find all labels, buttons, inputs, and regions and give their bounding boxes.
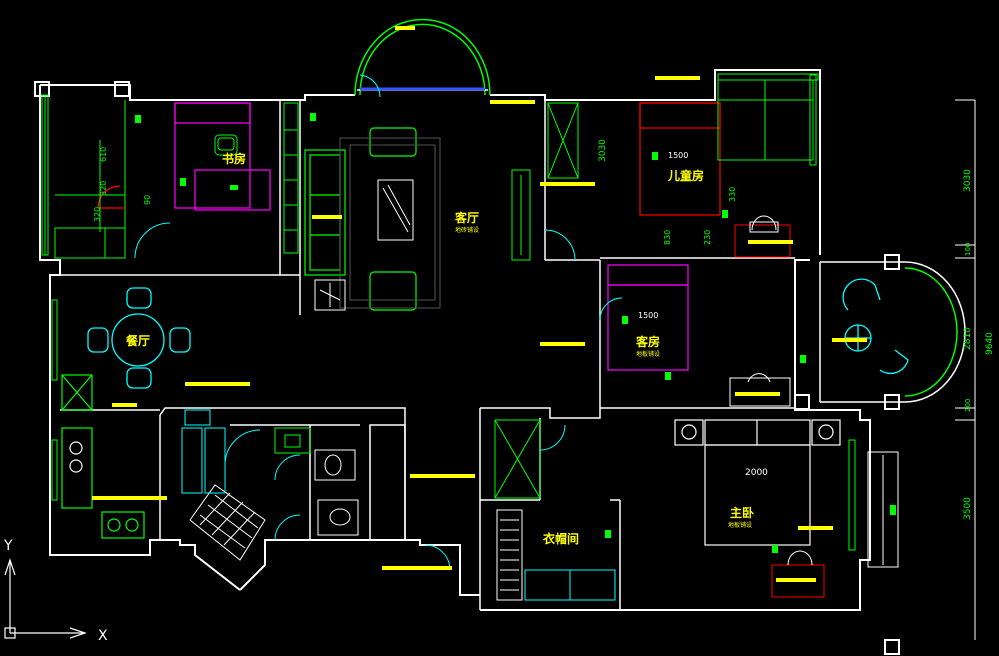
kids-chair-icon [749,215,779,233]
dim-kids-330: 330 [728,187,737,202]
dim-right-100: 100 [964,243,972,256]
dim-master-2000: 2000 [745,468,768,478]
living-coffee-table [377,179,414,241]
room-sub-living: 地砖铺设 [455,226,479,234]
balcony-right [819,261,966,403]
room-label-living: 客厅 [454,210,479,225]
dining-table [87,287,191,389]
master-desk [771,564,825,598]
bathroom-cabinet [181,409,226,494]
dim-guest-1500: 1500 [638,311,658,320]
balcony-lounge [842,278,909,375]
outer-walls [34,69,900,655]
room-label-kids: 儿童房 [667,168,704,183]
guest-bed [607,264,689,371]
annotation-bars [92,26,867,582]
dim-kids-3030: 3030 [598,139,608,162]
green-markers [135,113,896,553]
room-label-guest: 客房 [635,334,660,349]
doors [134,74,623,571]
plant-icon [314,279,346,311]
dim-820: 820 [99,181,108,196]
balcony-top [354,18,491,96]
dim-kids-1500: 1500 [668,151,688,160]
left-door-arc [97,185,125,209]
left-utility [54,100,126,259]
dim-right-2810: 2810 [963,327,973,350]
master-wardrobe [494,419,541,499]
dim-610: 610 [99,147,108,162]
right-closet [867,451,899,568]
kids-bed [639,102,721,216]
study-chair-icon [214,134,238,156]
living-armchairs [369,127,417,311]
kitchen-counter [61,374,145,539]
kids-wardrobe [717,79,814,161]
dimension-lines [99,99,976,640]
room-label-study: 书房 [222,151,246,166]
guest-desk [729,373,791,407]
room-label-dining: 餐厅 [126,333,150,348]
room-label-master: 主卧 [730,505,754,520]
dim-kids-830: 830 [663,230,672,245]
living-sofa [304,149,346,276]
living-tv-rug [339,137,441,309]
kids-closet [547,102,579,179]
dim-right-3500: 3500 [963,497,973,520]
dim-320: 320 [93,207,102,222]
master-chair-icon [787,550,813,566]
axis-y-label: Y [3,538,13,554]
dim-right-3030: 3030 [963,169,973,192]
room-label-closet: 衣帽间 [543,531,579,546]
bathroom-fixtures [274,427,359,536]
shower-tile [189,484,266,561]
master-bed [674,419,841,546]
study-shelves [283,102,299,254]
dim-right-9640: 9640 [985,332,995,355]
study-furniture [174,102,271,211]
dim-right-200: 200 [964,399,972,412]
living-cabinet [511,169,531,261]
dim-kids-230: 230 [703,230,712,245]
closet-racks [496,509,616,601]
axis-x-label: X [98,628,108,644]
room-sub-master: 地板铺设 [728,521,752,529]
dim-90: 90 [143,195,152,205]
windows [41,73,856,551]
ucs-axis-icon [4,558,87,639]
room-sub-guest: 地板铺设 [636,350,660,358]
